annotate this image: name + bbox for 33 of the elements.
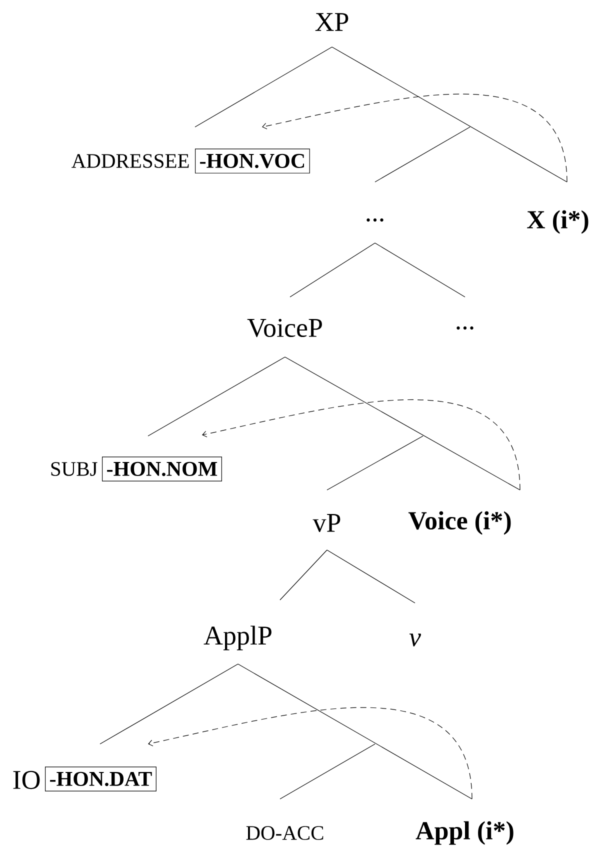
tree-label: SUBJ [51, 462, 98, 476]
tree-label: VoiceP [247, 318, 322, 338]
tree-label: DO-ACC [246, 826, 324, 840]
tree-branch [280, 550, 328, 600]
tree-branch [148, 356, 286, 436]
tree-label: ... [456, 326, 474, 330]
movement-arrow [262, 94, 568, 182]
tree-branch [326, 550, 416, 604]
tree-label: ADDRESSEE [72, 154, 189, 168]
head-label: Voice (i*) [408, 511, 511, 535]
tree-branch [332, 46, 568, 182]
tree-label: IO [13, 770, 40, 790]
tree-branch [284, 356, 520, 490]
tree-branch [374, 126, 470, 182]
tree-label: vP [312, 514, 340, 532]
head-label: X (i*) [527, 210, 588, 234]
boxed-suffix: -HON.DAT [45, 766, 156, 792]
tree-branch [238, 664, 472, 800]
tree-label: ApplP [204, 626, 272, 650]
tree-branch [374, 242, 466, 298]
tree-branch [326, 436, 424, 490]
movement-arrow [202, 399, 520, 490]
movement-arrow [148, 707, 472, 800]
head-label: Appl (i*) [416, 821, 514, 845]
tree-label: XP [315, 13, 348, 31]
tree-label: v [409, 634, 421, 646]
tree-branch [290, 242, 376, 298]
tree-branch [280, 744, 376, 800]
tree-branch [194, 46, 332, 128]
boxed-suffix: -HON.NOM [102, 456, 222, 482]
tree-label: ... [366, 218, 384, 222]
tree-branch [100, 664, 238, 744]
boxed-suffix: -HON.VOC [195, 148, 310, 174]
